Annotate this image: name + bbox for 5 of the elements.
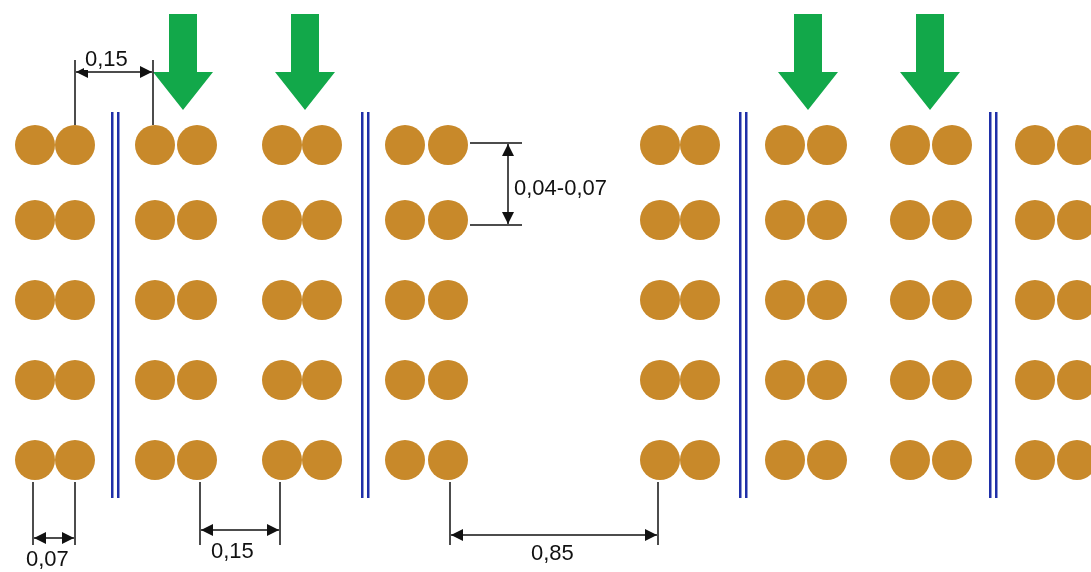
dimension-label: 0,04-0,07 [513,177,608,199]
dimension-label: 0,15 [210,540,255,562]
dimension-label: 0,15 [84,48,129,70]
dimension-label: 0,07 [25,548,70,570]
dimension-label: 0,85 [530,542,575,564]
